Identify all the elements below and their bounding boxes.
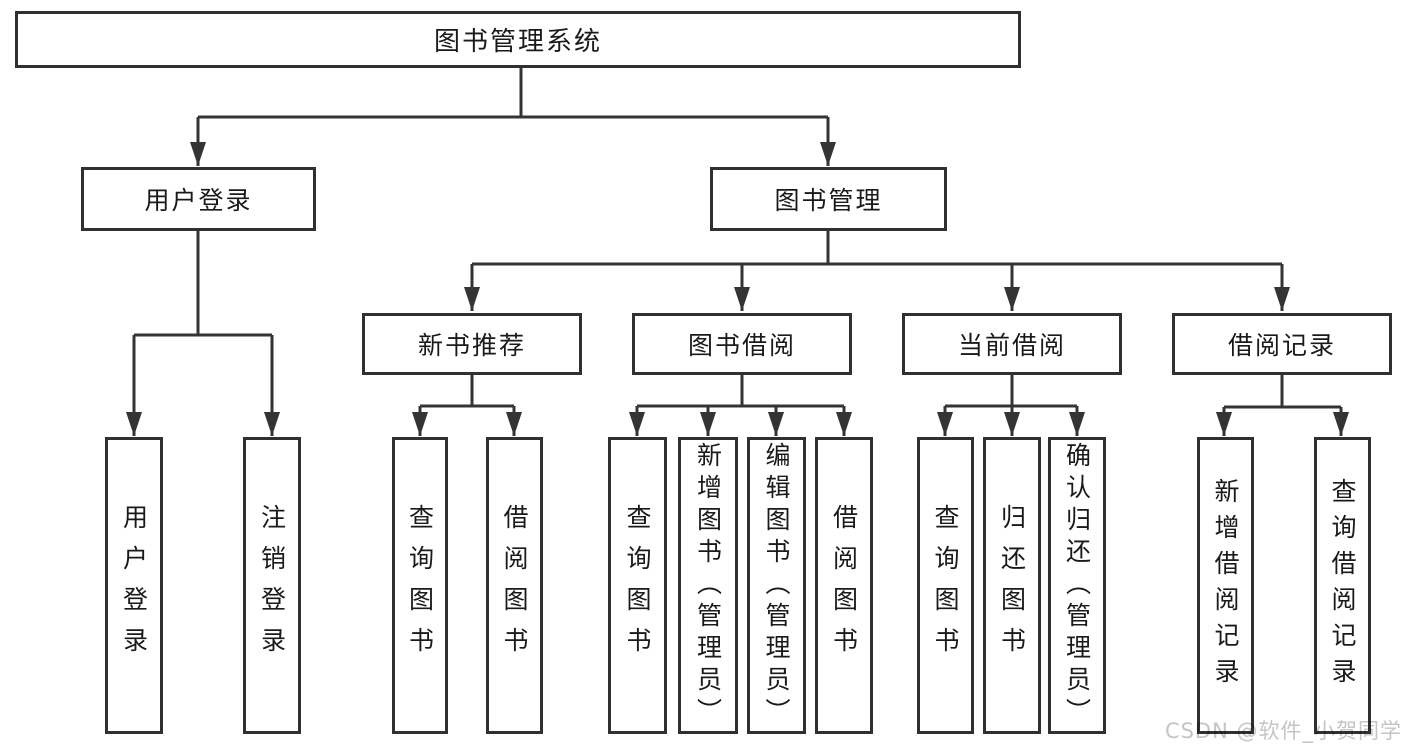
node-root: 图书管理系统 [15, 11, 1021, 68]
leaf-logout: 注销登录 [243, 437, 301, 734]
leaf-nbr-query-books: 查询图书 [392, 437, 448, 734]
node-borrow-records-label: 借阅记录 [1227, 331, 1336, 360]
node-book-management-label: 图书管理 [774, 186, 883, 215]
leaf-cb-confirm-return-admin-label: 确认归还（管理员） [1062, 441, 1092, 730]
node-book-borrow-label: 图书借阅 [687, 331, 796, 360]
node-current-borrow: 当前借阅 [902, 313, 1122, 375]
leaf-bb-edit-books-admin-label: 编辑图书（管理员） [762, 441, 791, 730]
leaf-bb-borrow-books-label: 借阅图书 [829, 503, 859, 668]
leaf-cb-query-books-label: 查询图书 [931, 503, 960, 668]
leaf-nbr-borrow-books: 借阅图书 [486, 437, 543, 734]
node-book-management: 图书管理 [710, 167, 947, 231]
node-book-borrow: 图书借阅 [632, 313, 852, 375]
leaf-br-query-record-label: 查询借阅记录 [1328, 477, 1357, 694]
leaf-bb-borrow-books: 借阅图书 [815, 437, 873, 734]
leaf-br-add-record-label: 新增借阅记录 [1211, 477, 1240, 694]
node-current-borrow-label: 当前借阅 [957, 331, 1066, 360]
node-user-login-label: 用户登录 [144, 186, 253, 215]
leaf-br-add-record: 新增借阅记录 [1197, 437, 1254, 734]
leaf-user-login-label: 用户登录 [119, 503, 149, 668]
leaf-nbr-query-books-label: 查询图书 [405, 503, 435, 668]
leaf-cb-query-books: 查询图书 [917, 437, 974, 734]
leaf-user-login: 用户登录 [105, 437, 163, 734]
leaf-bb-edit-books-admin: 编辑图书（管理员） [747, 437, 806, 734]
node-new-book-recommend-label: 新书推荐 [417, 331, 526, 360]
leaf-bb-query-books: 查询图书 [608, 437, 667, 734]
node-borrow-records: 借阅记录 [1172, 313, 1392, 375]
node-user-login: 用户登录 [81, 167, 316, 231]
watermark-text: CSDN @软件_小贺同学 [1164, 719, 1402, 743]
leaf-bb-query-books-label: 查询图书 [623, 503, 652, 668]
leaf-bb-add-books-admin-label: 新增图书（管理员） [693, 441, 723, 730]
connector-trunk-lines [134, 68, 1341, 409]
node-root-label: 图书管理系统 [433, 27, 602, 57]
node-new-book-recommend: 新书推荐 [362, 313, 582, 375]
leaf-nbr-borrow-books-label: 借阅图书 [500, 503, 529, 668]
leaf-logout-label: 注销登录 [257, 503, 287, 668]
leaf-cb-return-books: 归还图书 [983, 437, 1041, 734]
leaf-cb-confirm-return-admin: 确认归还（管理员） [1048, 437, 1106, 734]
leaf-br-query-record: 查询借阅记录 [1314, 437, 1371, 734]
leaf-cb-return-books-label: 归还图书 [997, 503, 1027, 668]
leaf-bb-add-books-admin: 新增图书（管理员） [678, 437, 738, 734]
